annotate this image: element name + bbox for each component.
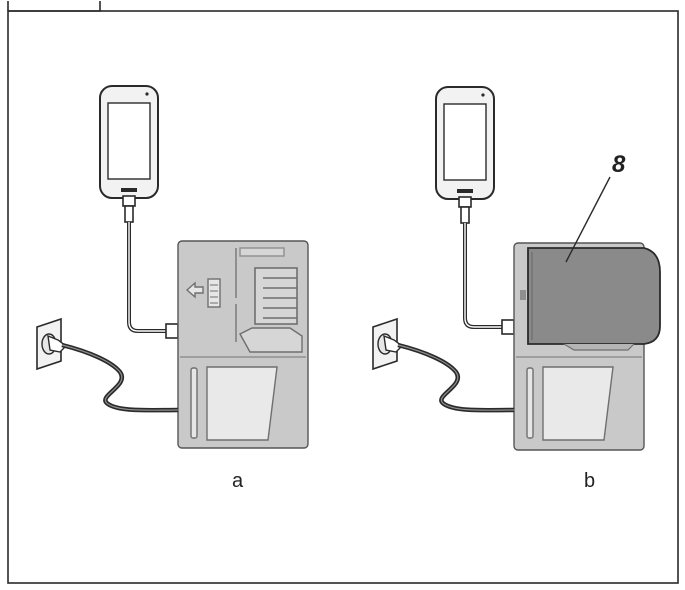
charger-a [177, 240, 309, 449]
usb-plug-a [165, 323, 179, 339]
figure-corner-tab [7, 1, 101, 12]
usb-plug-b [501, 319, 515, 335]
phone-camera-b [481, 93, 485, 97]
wall-outlet-b [372, 317, 404, 371]
indicator-slot-b [526, 367, 534, 439]
display-window-a [206, 366, 278, 441]
smartphone-a [99, 85, 159, 199]
panel-label-a: a [232, 470, 244, 492]
power-cable-b [397, 342, 515, 413]
wall-outlet-a [36, 317, 68, 371]
phone-camera-a [145, 92, 149, 96]
callout-number-battery: 8 [612, 151, 626, 178]
usb-cable-a [122, 195, 179, 339]
callout-leader-line [565, 176, 611, 263]
indicator-slot-a [190, 367, 198, 439]
battery-contacts-a [254, 267, 298, 325]
panel-label-b: b [584, 470, 596, 492]
panel-a [36, 85, 309, 449]
insert-arrow-icon [185, 281, 204, 299]
panel-b [372, 86, 661, 451]
figure-frame [7, 10, 679, 584]
battery-pack [527, 247, 661, 345]
phone-screen-b [443, 103, 487, 181]
smartphone-b [435, 86, 495, 200]
power-cable-a [61, 342, 179, 413]
release-slider-a [207, 278, 221, 308]
usb-cable-b [458, 196, 515, 335]
phone-screen-a [107, 102, 151, 180]
display-window-b [542, 366, 614, 441]
